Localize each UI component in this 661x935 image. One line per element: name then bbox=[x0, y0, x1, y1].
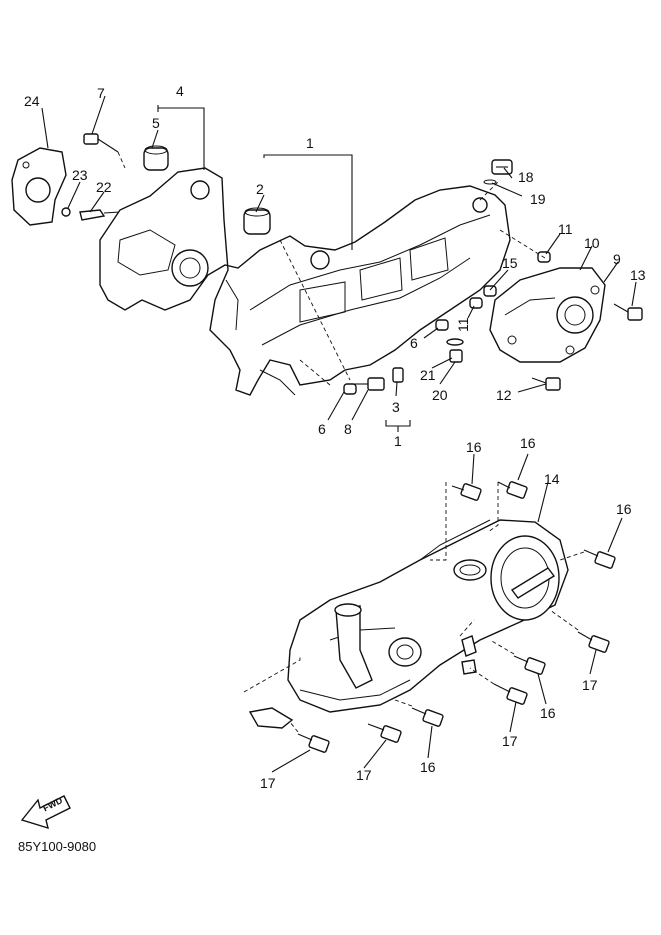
callout-24: 24 bbox=[24, 93, 40, 109]
callout-16-e: 16 bbox=[420, 759, 436, 775]
callout-12: 12 bbox=[496, 387, 512, 403]
crankcase-cover-14 bbox=[287, 519, 569, 713]
bolts-8-12-13 bbox=[354, 303, 643, 391]
fwd-direction-arrow-icon: FWD bbox=[20, 795, 71, 830]
cover-bolts-16-17 bbox=[297, 481, 616, 753]
callout-16-b: 16 bbox=[520, 435, 536, 451]
callout-1-upper: 1 bbox=[306, 135, 314, 151]
callout-17-d: 17 bbox=[260, 775, 276, 791]
callout-17-c: 17 bbox=[356, 767, 372, 783]
callout-7: 7 bbox=[97, 85, 105, 101]
small-parts-22-23 bbox=[61, 207, 121, 221]
gaskets-clips bbox=[248, 635, 477, 729]
callout-17-b: 17 bbox=[502, 733, 518, 749]
callout-1-lower: 1 bbox=[394, 433, 402, 449]
callout-labels: 24 7 4 5 1 2 23 22 18 19 11 10 9 15 13 1… bbox=[24, 83, 646, 791]
callout-8: 8 bbox=[344, 421, 352, 437]
oil-plug-18-19 bbox=[483, 159, 513, 185]
dowel-pins-11-15 bbox=[343, 251, 551, 395]
callout-3: 3 bbox=[392, 399, 400, 415]
callout-6-upper: 6 bbox=[410, 335, 418, 351]
callout-11-middle: 11 bbox=[455, 317, 471, 332]
callout-5: 5 bbox=[152, 115, 160, 131]
callout-20: 20 bbox=[432, 387, 448, 403]
drain-bolt-20-21 bbox=[392, 338, 464, 383]
gear-cover-10 bbox=[489, 267, 606, 363]
callout-23: 23 bbox=[72, 167, 88, 183]
callout-21: 21 bbox=[420, 367, 436, 383]
callout-14: 14 bbox=[544, 471, 560, 487]
damper-2 bbox=[243, 207, 271, 235]
callout-11-top: 11 bbox=[558, 221, 573, 237]
bolt-7 bbox=[83, 133, 126, 169]
diagram-part-number: 85Y100-9080 bbox=[18, 839, 96, 854]
callout-18: 18 bbox=[518, 169, 534, 185]
callout-19: 19 bbox=[530, 191, 546, 207]
callout-16-c: 16 bbox=[616, 501, 632, 517]
callout-4: 4 bbox=[176, 83, 184, 99]
air-duct bbox=[334, 603, 373, 689]
callout-6-lower: 6 bbox=[318, 421, 326, 437]
damper-5 bbox=[143, 145, 169, 171]
leader-lines-upper bbox=[41, 95, 637, 432]
callout-2: 2 bbox=[256, 181, 264, 197]
callout-10: 10 bbox=[584, 235, 600, 251]
callout-22: 22 bbox=[96, 179, 112, 195]
callout-13: 13 bbox=[630, 267, 646, 283]
callout-17-a: 17 bbox=[582, 677, 598, 693]
callout-16-a: 16 bbox=[466, 439, 482, 455]
leader-lines-lower bbox=[243, 453, 623, 773]
gasket-plate-24 bbox=[11, 147, 67, 226]
callout-15: 15 bbox=[502, 255, 518, 271]
callout-9: 9 bbox=[613, 251, 621, 267]
crankcase-left-half bbox=[99, 167, 511, 396]
callout-16-d: 16 bbox=[540, 705, 556, 721]
